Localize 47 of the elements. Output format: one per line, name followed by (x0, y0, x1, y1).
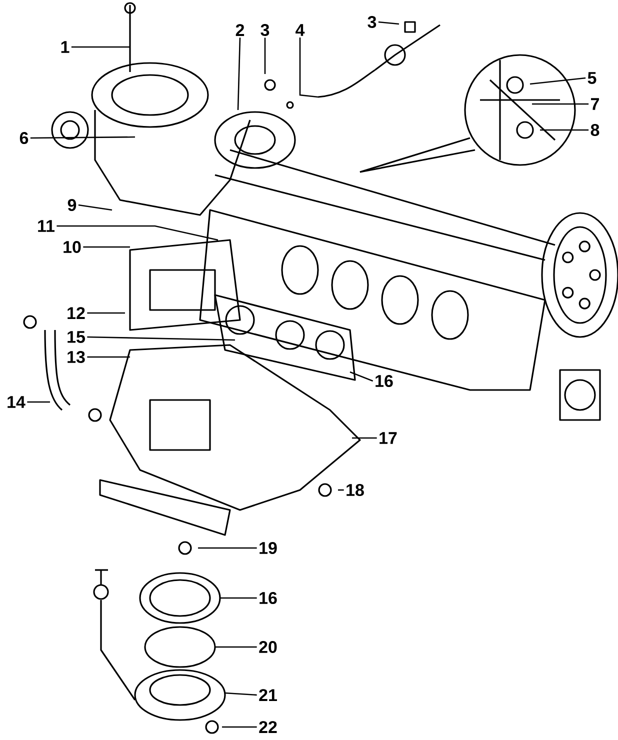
callout-number: 17 (380, 432, 397, 444)
leader-line (78, 204, 112, 211)
callout-number: 16 (260, 592, 277, 604)
leader-line (215, 646, 257, 648)
callout-number: 20 (259, 640, 277, 654)
callout-number: 7 (591, 98, 599, 110)
leader-line (350, 371, 374, 382)
leader-line (264, 38, 266, 74)
callout-number: 6 (20, 132, 28, 144)
leader-line (530, 77, 586, 85)
leader-line (378, 21, 400, 25)
leader-line (27, 401, 50, 403)
leader-line (83, 246, 130, 248)
callout-number: 10 (64, 241, 81, 254)
callout-number: 18 (346, 484, 364, 496)
leader-line (87, 336, 235, 341)
leader-line (352, 437, 377, 439)
callout-number: 22 (259, 721, 277, 733)
leader-line (540, 129, 589, 131)
leader-line (56, 225, 218, 241)
leader-line (198, 547, 257, 549)
callout-number: 3 (368, 16, 376, 28)
callout-number: 19 (260, 542, 277, 554)
callout-number: 15 (68, 331, 85, 343)
leader-line (224, 692, 257, 696)
leader-line (222, 726, 257, 728)
callout-number: 9 (68, 199, 76, 212)
callout-number: 16 (376, 374, 393, 388)
leader-line (237, 38, 241, 110)
callout-number: 14 (8, 396, 26, 408)
leader-line (338, 489, 344, 491)
callout-number: 8 (590, 124, 600, 136)
leader-line (87, 356, 130, 358)
callout-number: 12 (68, 307, 85, 319)
leader-line (87, 312, 125, 314)
callout-number: 2 (236, 24, 244, 36)
leader-line (71, 46, 130, 48)
callout-number: 13 (68, 350, 85, 364)
leader-line (299, 38, 318, 98)
leader-line (30, 136, 135, 139)
callout-number: 21 (259, 689, 277, 701)
callout-number: 3 (260, 24, 270, 36)
callout-number: 4 (296, 24, 305, 36)
callout-number: 11 (38, 220, 55, 232)
callout-number: 1 (61, 41, 70, 53)
callout-number: 5 (588, 72, 596, 84)
leader-line (220, 597, 257, 599)
